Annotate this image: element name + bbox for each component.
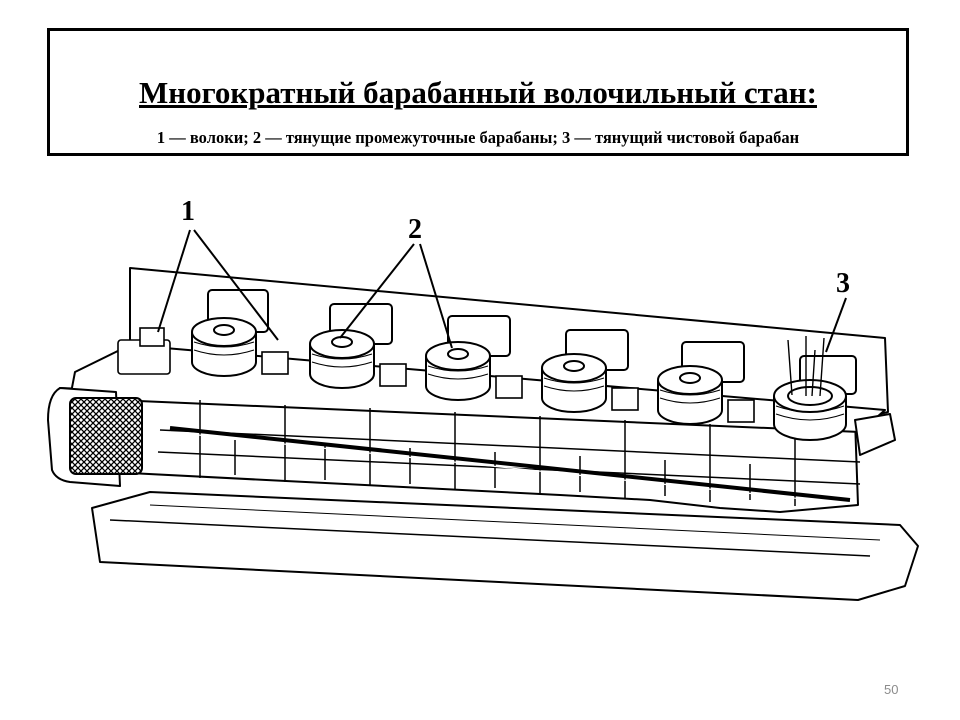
- drum-5: [657, 365, 723, 425]
- drum-2: [309, 329, 375, 389]
- title-box: Многократный барабанный волочильный стан…: [47, 28, 909, 156]
- drum-4: [541, 353, 607, 413]
- callout-1: 1: [181, 196, 195, 227]
- base-plate: [91, 491, 919, 601]
- slide-title: Многократный барабанный волочильный стан…: [139, 75, 817, 110]
- finishing-drum: [773, 379, 847, 441]
- callout-3: 3: [836, 268, 850, 299]
- ventilation-grille: [69, 397, 143, 475]
- drum-1: [191, 317, 257, 377]
- callout-2: 2: [408, 214, 422, 245]
- drum-3: [425, 341, 491, 401]
- slide-subtitle: 1 — волоки; 2 — тянущие промежуточные ба…: [156, 128, 800, 147]
- page-number: 50: [884, 682, 899, 697]
